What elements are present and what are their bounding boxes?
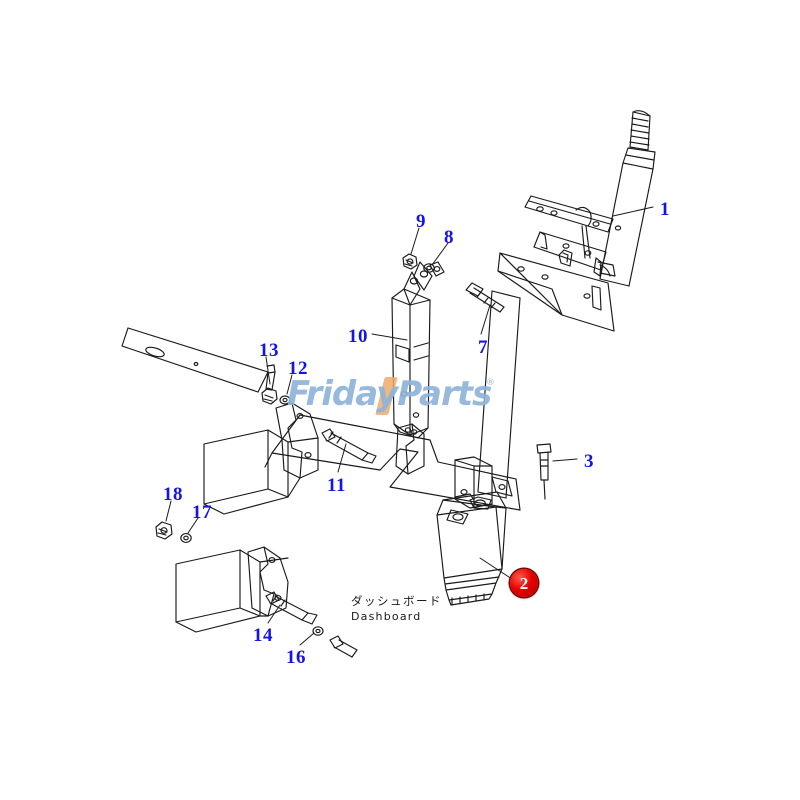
- washer-12: [279, 395, 291, 405]
- nut-9: [402, 253, 418, 270]
- support-bracket-10: [391, 261, 445, 439]
- left-mount-bracket-lower: [175, 546, 289, 633]
- bolt-11: [321, 428, 377, 464]
- callout-number-11[interactable]: 11: [327, 475, 346, 496]
- dashboard-annotation: ダッシュボード Dashboard: [351, 594, 442, 624]
- steering-valve-2: [436, 491, 507, 606]
- floor-plate: [264, 414, 521, 511]
- callout-number-3[interactable]: 3: [584, 451, 594, 472]
- callout-number-14[interactable]: 14: [253, 625, 273, 646]
- bolt-3: [536, 443, 552, 500]
- callout-number-18[interactable]: 18: [163, 484, 183, 505]
- column-mount-plate: [497, 252, 615, 332]
- frame-rail: [121, 327, 269, 393]
- right-mount-bracket: [395, 423, 425, 475]
- dashboard-label-japanese: ダッシュボード: [351, 594, 442, 608]
- washer-16: [312, 626, 324, 636]
- callout-number-9[interactable]: 9: [416, 211, 426, 232]
- callout-number-12[interactable]: 12: [288, 358, 308, 379]
- bolt-7: [465, 282, 505, 313]
- callout-number-8[interactable]: 8: [444, 227, 454, 248]
- bolt-14: [265, 591, 318, 625]
- callout-number-16[interactable]: 16: [286, 647, 306, 668]
- upper-mount-bracket: [524, 195, 616, 277]
- dashboard-label-english: Dashboard: [351, 609, 422, 623]
- callout-number-7[interactable]: 7: [478, 337, 488, 358]
- callout-marker-highlighted-2[interactable]: 2: [510, 569, 538, 597]
- left-mount-bracket-upper: [203, 402, 319, 515]
- nut-18: [155, 521, 173, 540]
- callout-number-13[interactable]: 13: [259, 340, 279, 361]
- callout-number-1[interactable]: 1: [660, 199, 670, 220]
- washer-8: [423, 263, 435, 273]
- callout-number-17[interactable]: 17: [192, 502, 212, 523]
- fastener-13: [261, 364, 278, 405]
- bolt-16b: [329, 635, 358, 658]
- steering-column-shaft: [599, 110, 656, 287]
- washer-17: [180, 533, 192, 543]
- callout-number-10[interactable]: 10: [348, 326, 368, 347]
